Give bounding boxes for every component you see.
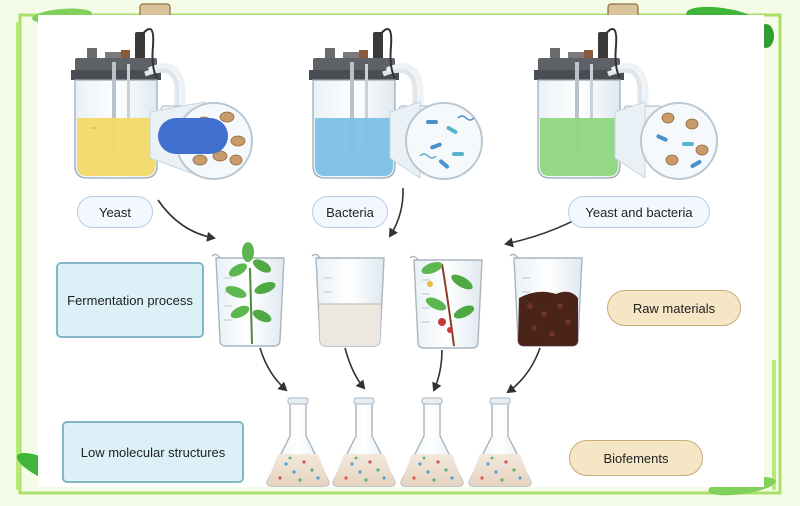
label-raw-materials: Raw materials (607, 290, 741, 326)
label-bacteria: Bacteria (312, 196, 388, 228)
highlight-blob (158, 118, 228, 154)
beaker-green-leaves-icon (211, 242, 285, 347)
bioreactor-yeast-icon (71, 29, 199, 178)
label-yeast-and-bacteria: Yeast and bacteria (568, 196, 710, 228)
bioreactor-mixed-icon (534, 29, 662, 178)
beaker-liquid-icon (311, 253, 385, 347)
magnifier-bacteria-icon (389, 101, 483, 180)
label-biofements: Biofements (569, 440, 703, 476)
beaker-flowering-plant-icon (409, 255, 483, 349)
label-yeast: Yeast (77, 196, 153, 228)
beaker-dark-seeds-icon (509, 253, 583, 347)
bioreactor-bacteria-icon (309, 29, 437, 178)
label-low-molecular-structures: Low molecular structures (62, 421, 244, 483)
magnifier-mixed-icon (614, 101, 718, 180)
label-fermentation-process: Fermentation process (56, 262, 204, 338)
